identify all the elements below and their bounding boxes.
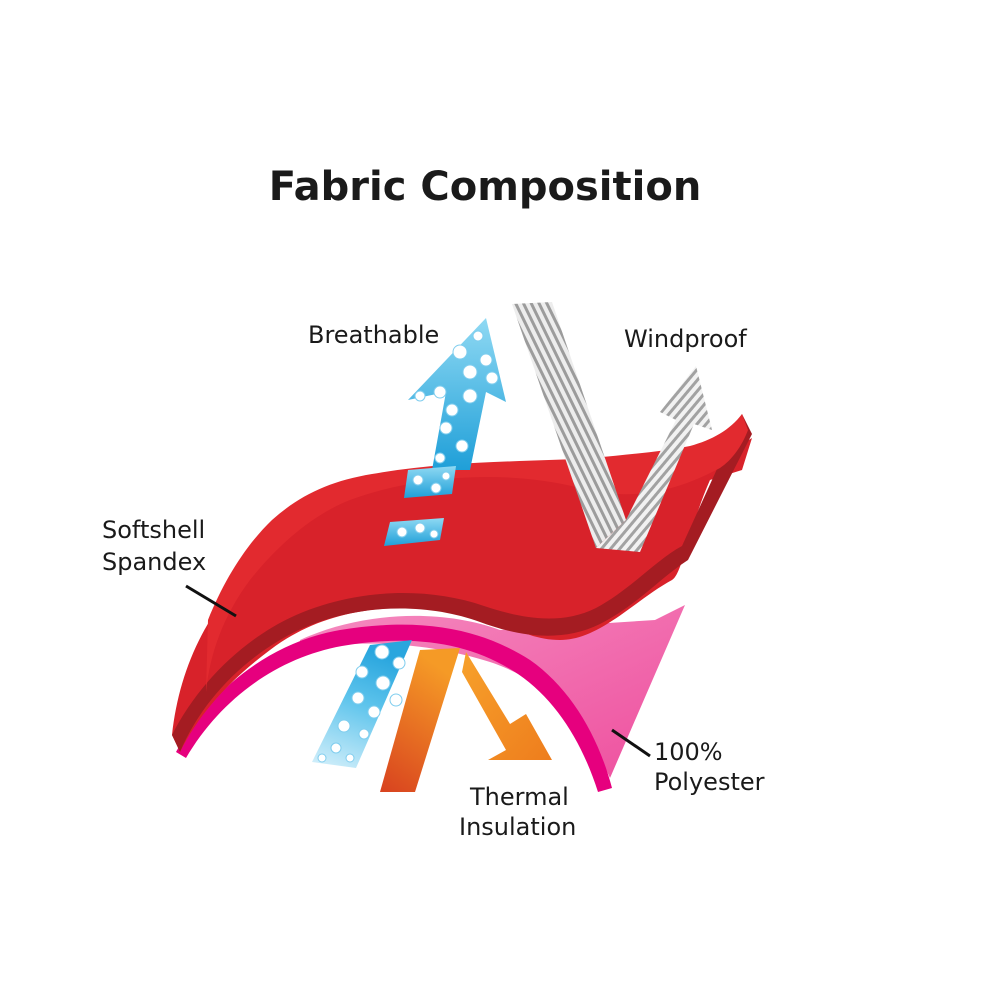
polyester-leader-line — [611, 728, 651, 758]
label-softshell-line2: Spandex — [102, 548, 206, 576]
label-thermal-line2: Insulation — [459, 813, 576, 841]
label-breathable: Breathable — [308, 321, 439, 349]
breathable-arrow-upper — [384, 318, 506, 546]
breathable-arrow-lower — [312, 640, 412, 768]
label-thermal-line1: Thermal — [469, 783, 569, 811]
label-windproof: Windproof — [624, 325, 747, 353]
windproof-arrow — [512, 302, 712, 552]
label-softshell-line1: Softshell — [102, 516, 205, 544]
label-polyester-line2: Polyester — [654, 768, 765, 796]
page-title: Fabric Composition — [269, 164, 702, 210]
softshell-leader-line — [185, 584, 237, 618]
thermal-arrow — [380, 648, 552, 792]
label-polyester-line1: 100% — [654, 738, 723, 766]
polyester-layer — [176, 605, 685, 792]
